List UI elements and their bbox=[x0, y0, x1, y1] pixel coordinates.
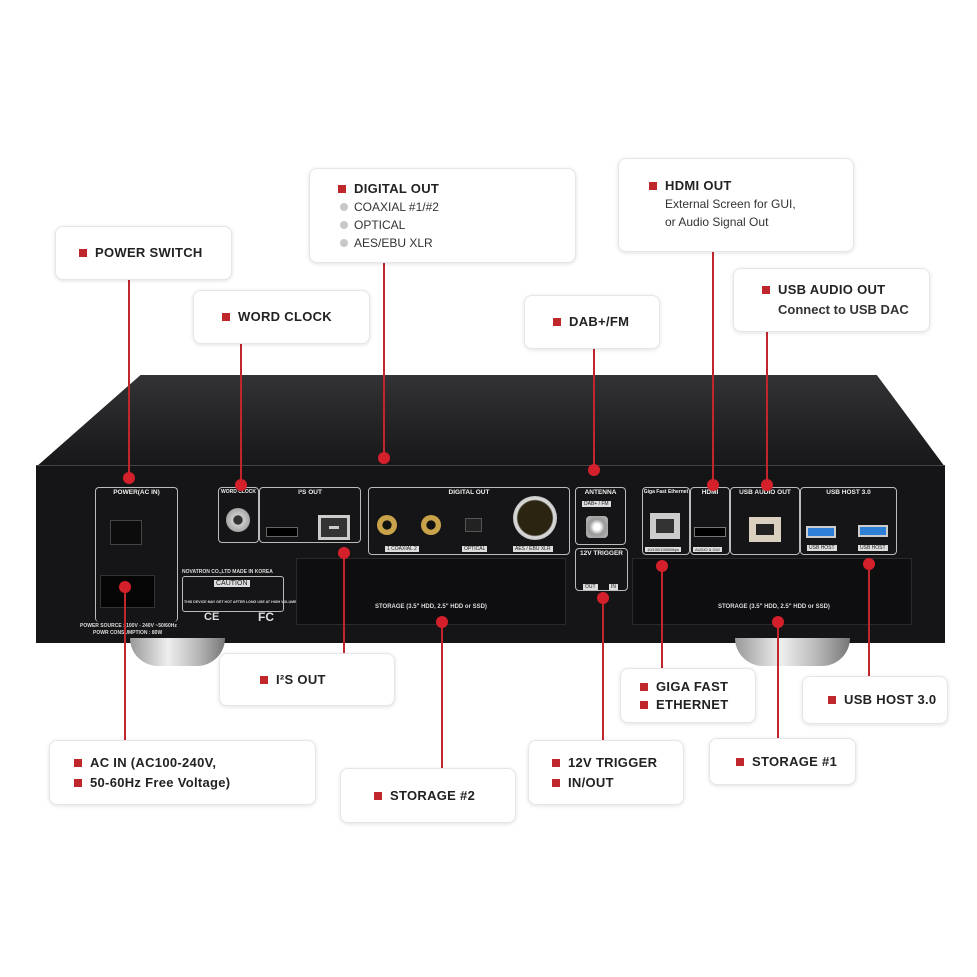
storage-2-label: STORAGE (3.5" HDD, 2.5" HDD or SSD) bbox=[375, 604, 487, 610]
marker-dot bbox=[588, 464, 600, 476]
callout-power-switch: POWER SWITCH bbox=[55, 226, 232, 280]
trigger-panel: 12V TRIGGER bbox=[575, 548, 628, 591]
marker-dot bbox=[338, 547, 350, 559]
aes-tag: AES / EBU XLR bbox=[513, 546, 553, 552]
i2s-hdmi-port[interactable] bbox=[266, 527, 298, 537]
usb-host-tag-1: USB HOST bbox=[807, 545, 837, 551]
callout-hdmi-out: HDMI OUT External Screen for GUI, or Aud… bbox=[618, 158, 854, 252]
marker-dot bbox=[656, 560, 668, 572]
consumption-label: POWR CONSUMPTION : 80W bbox=[93, 630, 163, 636]
hdmi-tag: AUDIO & GUI bbox=[693, 547, 722, 552]
leader-line bbox=[712, 252, 714, 485]
leader-line bbox=[124, 587, 126, 740]
callout-word-clock: WORD CLOCK bbox=[193, 290, 370, 344]
leader-line bbox=[240, 344, 242, 485]
fc-mark: FC bbox=[258, 610, 274, 624]
optical-port[interactable] bbox=[465, 518, 482, 532]
leader-line bbox=[441, 622, 443, 768]
leader-line bbox=[661, 566, 663, 668]
marker-dot bbox=[123, 472, 135, 484]
marker-dot bbox=[707, 479, 719, 491]
label-plate bbox=[182, 576, 284, 612]
callout-dab-fm: DAB+/FM bbox=[524, 295, 660, 349]
callout-i2s-out: I²S OUT bbox=[219, 653, 395, 706]
i2s-rj45-port[interactable] bbox=[318, 515, 350, 540]
trigger-out-tag[interactable]: OUT bbox=[583, 584, 598, 590]
marker-dot bbox=[863, 558, 875, 570]
storage-1-label: STORAGE (3.5" HDD, 2.5" HDD or SSD) bbox=[718, 604, 830, 610]
callout-storage-1: STORAGE #1 bbox=[709, 738, 856, 785]
trigger-in-tag[interactable]: IN bbox=[609, 584, 618, 590]
device-foot-right bbox=[735, 638, 850, 666]
callout-storage-2: STORAGE #2 bbox=[340, 768, 516, 823]
ethernet-port[interactable] bbox=[650, 513, 680, 539]
leader-line bbox=[602, 598, 604, 740]
leader-line bbox=[777, 622, 779, 738]
leader-line bbox=[593, 349, 595, 470]
coaxial-2-port[interactable] bbox=[421, 515, 441, 535]
power-switch[interactable] bbox=[110, 520, 142, 545]
optical-tag: OPTICAL bbox=[462, 546, 488, 552]
callout-usb-audio-out: USB AUDIO OUT Connect to USB DAC bbox=[733, 268, 930, 332]
callout-usb-host: USB HOST 3.0 bbox=[802, 676, 948, 724]
marker-dot bbox=[772, 616, 784, 628]
marker-dot bbox=[235, 479, 247, 491]
callout-ac-in: AC IN (AC100-240V,50-60Hz Free Voltage) bbox=[49, 740, 316, 805]
callout-digital-out: DIGITAL OUT COAXIAL #1/#2 OPTICAL AES/EB… bbox=[309, 168, 576, 263]
marker-dot bbox=[378, 452, 390, 464]
ce-mark: CE bbox=[204, 611, 220, 623]
power-panel: POWER(AC IN) bbox=[95, 487, 178, 622]
device-foot-left bbox=[130, 638, 225, 666]
device-top-cover bbox=[36, 375, 945, 467]
usb-host-tag-2: USB HOST bbox=[858, 545, 888, 551]
marker-dot bbox=[597, 592, 609, 604]
bnc-connector[interactable] bbox=[226, 508, 250, 532]
coaxial-tag: 1 COAXIAL 2 bbox=[385, 546, 419, 552]
maker-label: NOVATRON CO.,LTD MADE IN KOREA bbox=[182, 569, 273, 575]
marker-dot bbox=[761, 479, 773, 491]
leader-line bbox=[868, 564, 870, 676]
ethernet-panel: Giga Fast Ethernet bbox=[642, 487, 690, 555]
coaxial-1-port[interactable] bbox=[377, 515, 397, 535]
digital-out-panel: DIGITAL OUT bbox=[368, 487, 570, 555]
usb-host-panel: USB HOST 3.0 bbox=[800, 487, 897, 555]
antenna-panel: ANTENNA bbox=[575, 487, 626, 545]
i2s-panel: I²S OUT bbox=[259, 487, 361, 543]
ethernet-speed-tag: 10/100/1000Mbps bbox=[645, 547, 682, 552]
marker-dot bbox=[119, 581, 131, 593]
leader-line bbox=[383, 263, 385, 458]
hdmi-port[interactable] bbox=[694, 527, 726, 537]
storage-bay-2[interactable] bbox=[296, 558, 566, 625]
warning-label: THIS DEVICE MAY GET HOT AFTER LONG USE A… bbox=[184, 600, 297, 604]
power-source-label: POWER SOURCE : 100V - 240V ~50/60Hz bbox=[80, 623, 177, 629]
hdmi-panel: HDMI bbox=[690, 487, 730, 555]
leader-line bbox=[128, 280, 130, 478]
aes-xlr-port[interactable] bbox=[513, 496, 557, 540]
leader-line bbox=[343, 553, 345, 653]
usb-host-port-1[interactable] bbox=[806, 526, 836, 538]
usb-audio-port[interactable] bbox=[749, 517, 781, 542]
marker-dot bbox=[436, 616, 448, 628]
leader-line bbox=[766, 332, 768, 485]
dab-tag: DAB+ / FM bbox=[582, 501, 611, 507]
usb-host-port-2[interactable] bbox=[858, 525, 888, 537]
caution-label: CAUTION bbox=[214, 580, 250, 587]
antenna-connector[interactable] bbox=[586, 516, 608, 538]
